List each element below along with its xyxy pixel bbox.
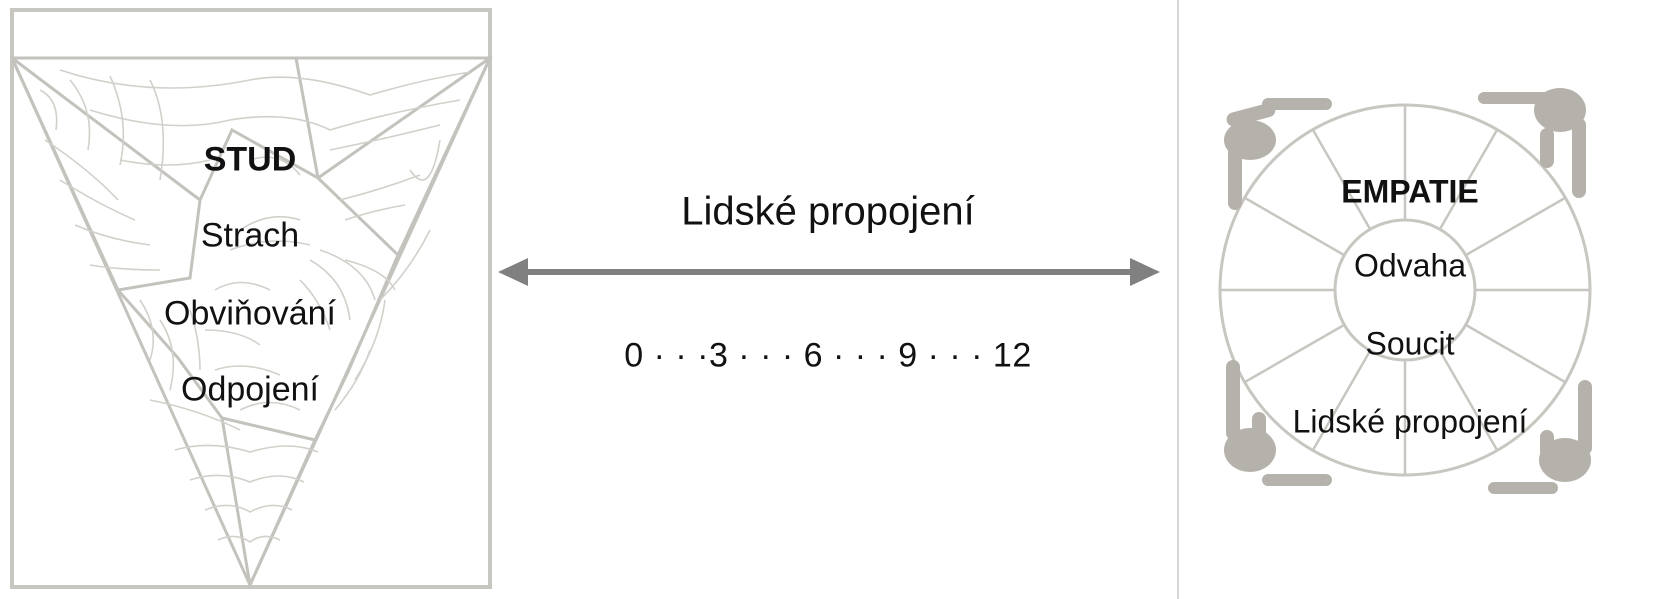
connection-title: Lidské propojení bbox=[681, 189, 975, 234]
empathy-heading: EMPATIE bbox=[1341, 173, 1479, 210]
left-frame bbox=[10, 8, 492, 589]
spider-web-icon bbox=[9, 8, 493, 589]
shame-heading: STUD bbox=[203, 140, 297, 179]
compassion-label: Soucit bbox=[1365, 325, 1455, 362]
people-circle-icon bbox=[1218, 88, 1592, 494]
person-bottom-left bbox=[1224, 360, 1332, 486]
connection-label: Lidské propojení bbox=[1292, 403, 1528, 440]
person-top-left bbox=[1224, 98, 1332, 210]
fear-label: Strach bbox=[200, 216, 300, 255]
person-top-right bbox=[1478, 88, 1586, 198]
courage-label: Odvaha bbox=[1353, 247, 1467, 284]
blame-label: Obviňování bbox=[164, 294, 336, 333]
disconnection-label: Odpojení bbox=[181, 370, 319, 409]
scale-label: 0 · · ·3 · · · 6 · · · 9 · · · 12 bbox=[624, 336, 1032, 375]
person-bottom-right bbox=[1488, 380, 1592, 494]
double-arrow-icon bbox=[498, 258, 1160, 286]
